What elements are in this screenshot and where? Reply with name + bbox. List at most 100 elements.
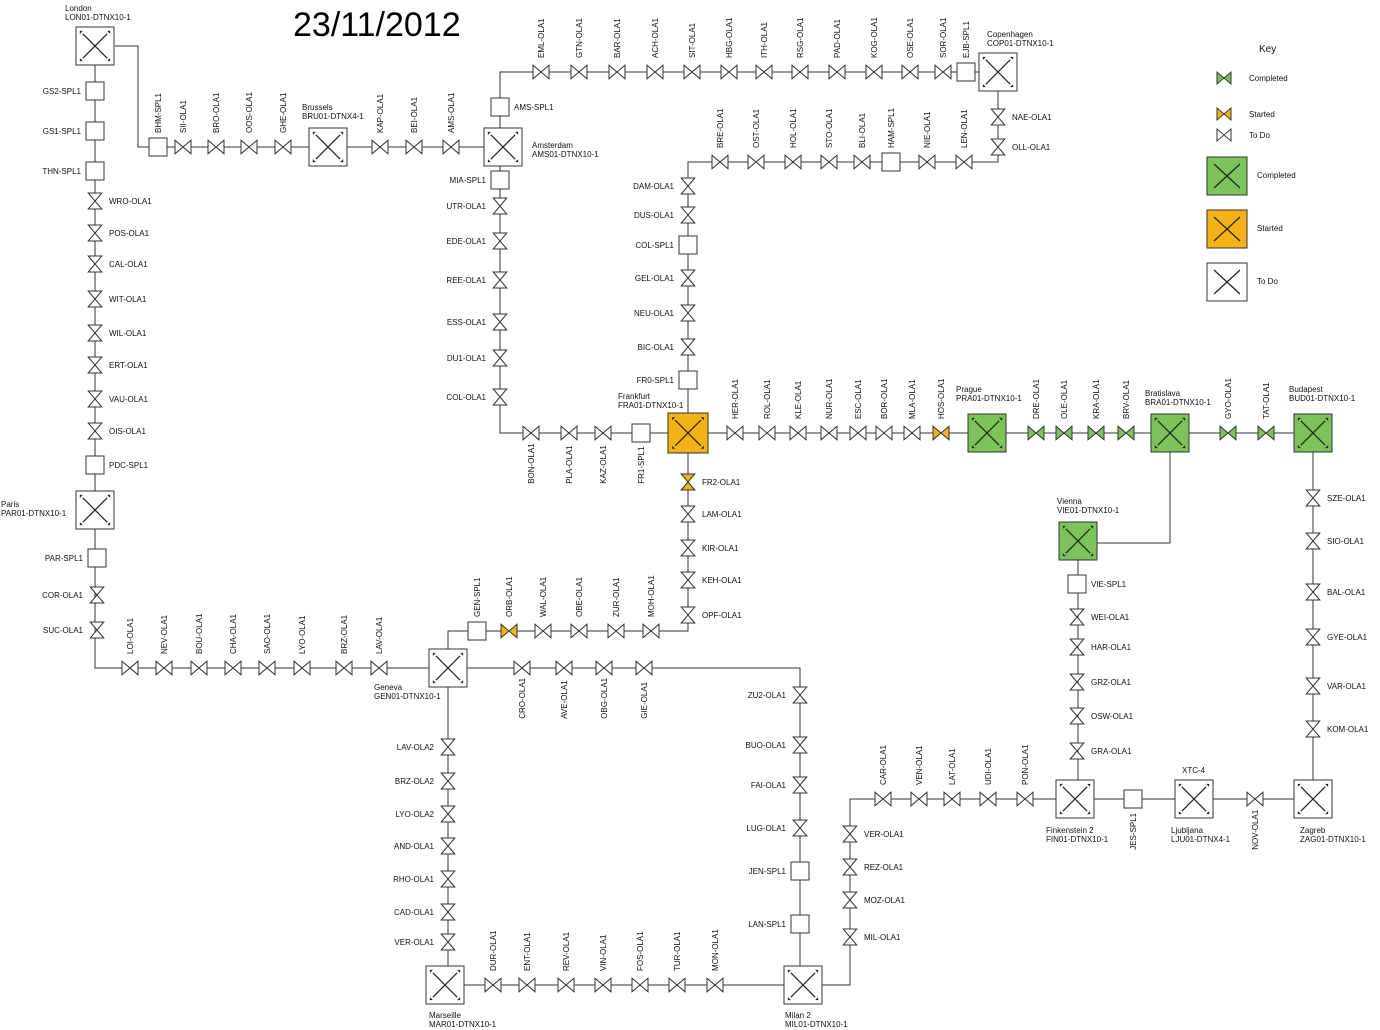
site-nie-ola1[interactable]: NIE-OLA1 bbox=[918, 111, 936, 170]
site-ham-spl1[interactable]: HAM-SPL1 bbox=[881, 107, 901, 172]
site-tur-ola1[interactable]: TUR-OLA1 bbox=[668, 931, 686, 993]
site-pad-ola1[interactable]: PAD-OLA1 bbox=[828, 18, 846, 80]
site-vin-ola1[interactable]: VIN-OLA1 bbox=[594, 934, 612, 993]
site-bic-ola1[interactable]: BIC-OLA1 bbox=[638, 338, 696, 356]
site-zu2-ola1[interactable]: ZU2-OLA1 bbox=[748, 686, 808, 704]
site-obg-ola1[interactable]: OBG-OLA1 bbox=[595, 660, 613, 719]
site-hbg-ola1[interactable]: HBG-OLA1 bbox=[720, 17, 738, 80]
site-sit-ola1[interactable]: SIT-OLA1 bbox=[683, 22, 701, 80]
site-zur-ola1[interactable]: ZUR-OLA1 bbox=[607, 577, 625, 639]
site-ave-ola1[interactable]: AVE-OLA1 bbox=[555, 660, 573, 719]
site-brz-ola2[interactable]: BRZ-OLA2 bbox=[395, 772, 456, 790]
site-pon-ola1[interactable]: PON-OLA1 bbox=[1016, 744, 1034, 807]
site-opf-ola1[interactable]: OPF-OLA1 bbox=[680, 606, 742, 624]
site-ess-ola1[interactable]: ESS-OLA1 bbox=[447, 313, 508, 331]
site-vau-ola1[interactable]: VAU-OLA1 bbox=[87, 390, 149, 408]
site-gs2-spl1[interactable]: GS2-SPL1 bbox=[43, 81, 105, 101]
site-ede-ola1[interactable]: EDE-OLA1 bbox=[446, 232, 508, 250]
site-kom-ola1[interactable]: KOM-OLA1 bbox=[1305, 720, 1369, 738]
site-wal-ola1[interactable]: WAL-OLA1 bbox=[534, 576, 552, 639]
site-har-ola1[interactable]: HAR-OLA1 bbox=[1069, 638, 1132, 656]
site-kaz-ola1[interactable]: KAZ-OLA1 bbox=[594, 425, 612, 484]
site-brz-ola1[interactable]: BRZ-OLA1 bbox=[335, 614, 353, 676]
site-sto-ola1[interactable]: STO-OLA1 bbox=[820, 108, 838, 170]
site-and-ola1[interactable]: AND-OLA1 bbox=[394, 837, 456, 855]
site-gye-ola1[interactable]: GYE-OLA1 bbox=[1305, 628, 1368, 646]
site-orb-ola1[interactable]: ORB-OLA1 bbox=[500, 576, 518, 639]
site-hos-ola1[interactable]: HOS-OLA1 bbox=[932, 378, 950, 441]
site-rsg-ola1[interactable]: RSG-OLA1 bbox=[791, 17, 809, 80]
site-suc-ola1[interactable]: SUC-OLA1 bbox=[43, 621, 105, 639]
site-dus-ola1[interactable]: DUS-OLA1 bbox=[634, 206, 696, 224]
site-pdc-spl1[interactable]: PDC-SPL1 bbox=[85, 455, 149, 475]
site-col-spl1[interactable]: COL-SPL1 bbox=[635, 235, 698, 255]
site-nev-ola1[interactable]: NEV-OLA1 bbox=[155, 614, 173, 676]
site-lat-ola1[interactable]: LAT-OLA1 bbox=[943, 748, 961, 807]
site-jes-spl1[interactable]: JES-SPL1 bbox=[1123, 789, 1143, 850]
site-gyo-ola1[interactable]: GYO-OLA1 bbox=[1219, 378, 1237, 441]
site-rol-ola1[interactable]: ROL-OLA1 bbox=[758, 379, 776, 441]
site-nur-ola1[interactable]: NUR-OLA1 bbox=[820, 378, 838, 441]
site-kap-ola1[interactable]: KAP-OLA1 bbox=[371, 93, 389, 155]
site-ole-ola1[interactable]: OLE-OLA1 bbox=[1055, 379, 1073, 441]
site-bro-ola1[interactable]: BRO-OLA1 bbox=[207, 92, 225, 155]
site-ghe-ola1[interactable]: GHE-OLA1 bbox=[274, 92, 292, 155]
site-par-spl1[interactable]: PAR-SPL1 bbox=[45, 548, 107, 568]
site-oos-ola1[interactable]: OOS-OLA1 bbox=[240, 92, 258, 155]
site-ver-ola1[interactable]: VER-OLA1 bbox=[394, 933, 456, 951]
site-mil-ola1[interactable]: MIL-OLA1 bbox=[842, 928, 901, 946]
site-lav-ola1[interactable]: LAV-OLA1 bbox=[370, 616, 388, 676]
site-ost-ola1[interactable]: OST-OLA1 bbox=[747, 108, 765, 170]
site-lyo-ola2[interactable]: LYO-OLA2 bbox=[395, 805, 456, 823]
site-cha-ola1[interactable]: CHA-OLA1 bbox=[224, 613, 242, 676]
site-grz-ola1[interactable]: GRZ-OLA1 bbox=[1069, 673, 1132, 691]
site-obe-ola1[interactable]: OBE-OLA1 bbox=[570, 576, 588, 639]
site-pla-ola1[interactable]: PLA-OLA1 bbox=[560, 425, 578, 484]
site-lam-ola1[interactable]: LAM-OLA1 bbox=[680, 505, 742, 523]
site-rez-ola1[interactable]: REZ-OLA1 bbox=[842, 858, 904, 876]
site-cro-ola1[interactable]: CRO-OLA1 bbox=[513, 660, 531, 719]
site-ejb-spl1[interactable]: EJB-SPL1 bbox=[956, 21, 976, 82]
site-gra-ola1[interactable]: GRA-OLA1 bbox=[1069, 742, 1132, 760]
site-lav-ola2[interactable]: LAV-OLA2 bbox=[397, 738, 456, 756]
site-vie-spl1[interactable]: VIE-SPL1 bbox=[1067, 574, 1127, 594]
site-ert-ola1[interactable]: ERT-OLA1 bbox=[87, 356, 148, 374]
site-ois-ola1[interactable]: OIS-OLA1 bbox=[87, 422, 146, 440]
site-ams-spl1[interactable]: AMS-SPL1 bbox=[490, 97, 554, 117]
site-oll-ola1[interactable]: OLL-OLA1 bbox=[990, 138, 1051, 156]
site-her-ola1[interactable]: HER-OLA1 bbox=[726, 378, 744, 441]
site-dur-ola1[interactable]: DUR-OLA1 bbox=[484, 930, 502, 993]
site-fos-ola1[interactable]: FOS-OLA1 bbox=[631, 931, 649, 993]
site-ach-ola1[interactable]: ACH-OLA1 bbox=[646, 17, 664, 80]
site-car-ola1[interactable]: CAR-OLA1 bbox=[874, 744, 892, 807]
site-kir-ola1[interactable]: KIR-OLA1 bbox=[680, 539, 739, 557]
site-fr2-ola1[interactable]: FR2-OLA1 bbox=[680, 473, 741, 491]
site-sao-ola1[interactable]: SAO-OLA1 bbox=[258, 613, 276, 676]
site-kra-ola1[interactable]: KRA-OLA1 bbox=[1087, 379, 1105, 441]
site-wei-ola1[interactable]: WEI-OLA1 bbox=[1069, 608, 1130, 626]
site-dre-ola1[interactable]: DRE-OLA1 bbox=[1027, 378, 1045, 441]
site-ver-ola1[interactable]: VER-OLA1 bbox=[842, 825, 904, 843]
site-bli-ola1[interactable]: BLI-OLA1 bbox=[853, 112, 871, 170]
site-lyo-ola1[interactable]: LYO-OLA1 bbox=[293, 615, 311, 676]
site-nov-ola1[interactable]: NOV-OLA1 bbox=[1246, 791, 1264, 850]
site-gs1-spl1[interactable]: GS1-SPL1 bbox=[43, 121, 105, 141]
site-wit-ola1[interactable]: WIT-OLA1 bbox=[87, 290, 147, 308]
site-udi-ola1[interactable]: UDI-OLA1 bbox=[979, 748, 997, 807]
site-mia-spl1[interactable]: MIA-SPL1 bbox=[450, 170, 510, 190]
site-buo-ola1[interactable]: BUO-OLA1 bbox=[746, 736, 808, 754]
site-eml-ola1[interactable]: EML-OLA1 bbox=[532, 18, 550, 80]
site-thn-spl1[interactable]: THN-SPL1 bbox=[42, 161, 105, 181]
site-bei-ola1[interactable]: BEI-OLA1 bbox=[405, 96, 423, 155]
